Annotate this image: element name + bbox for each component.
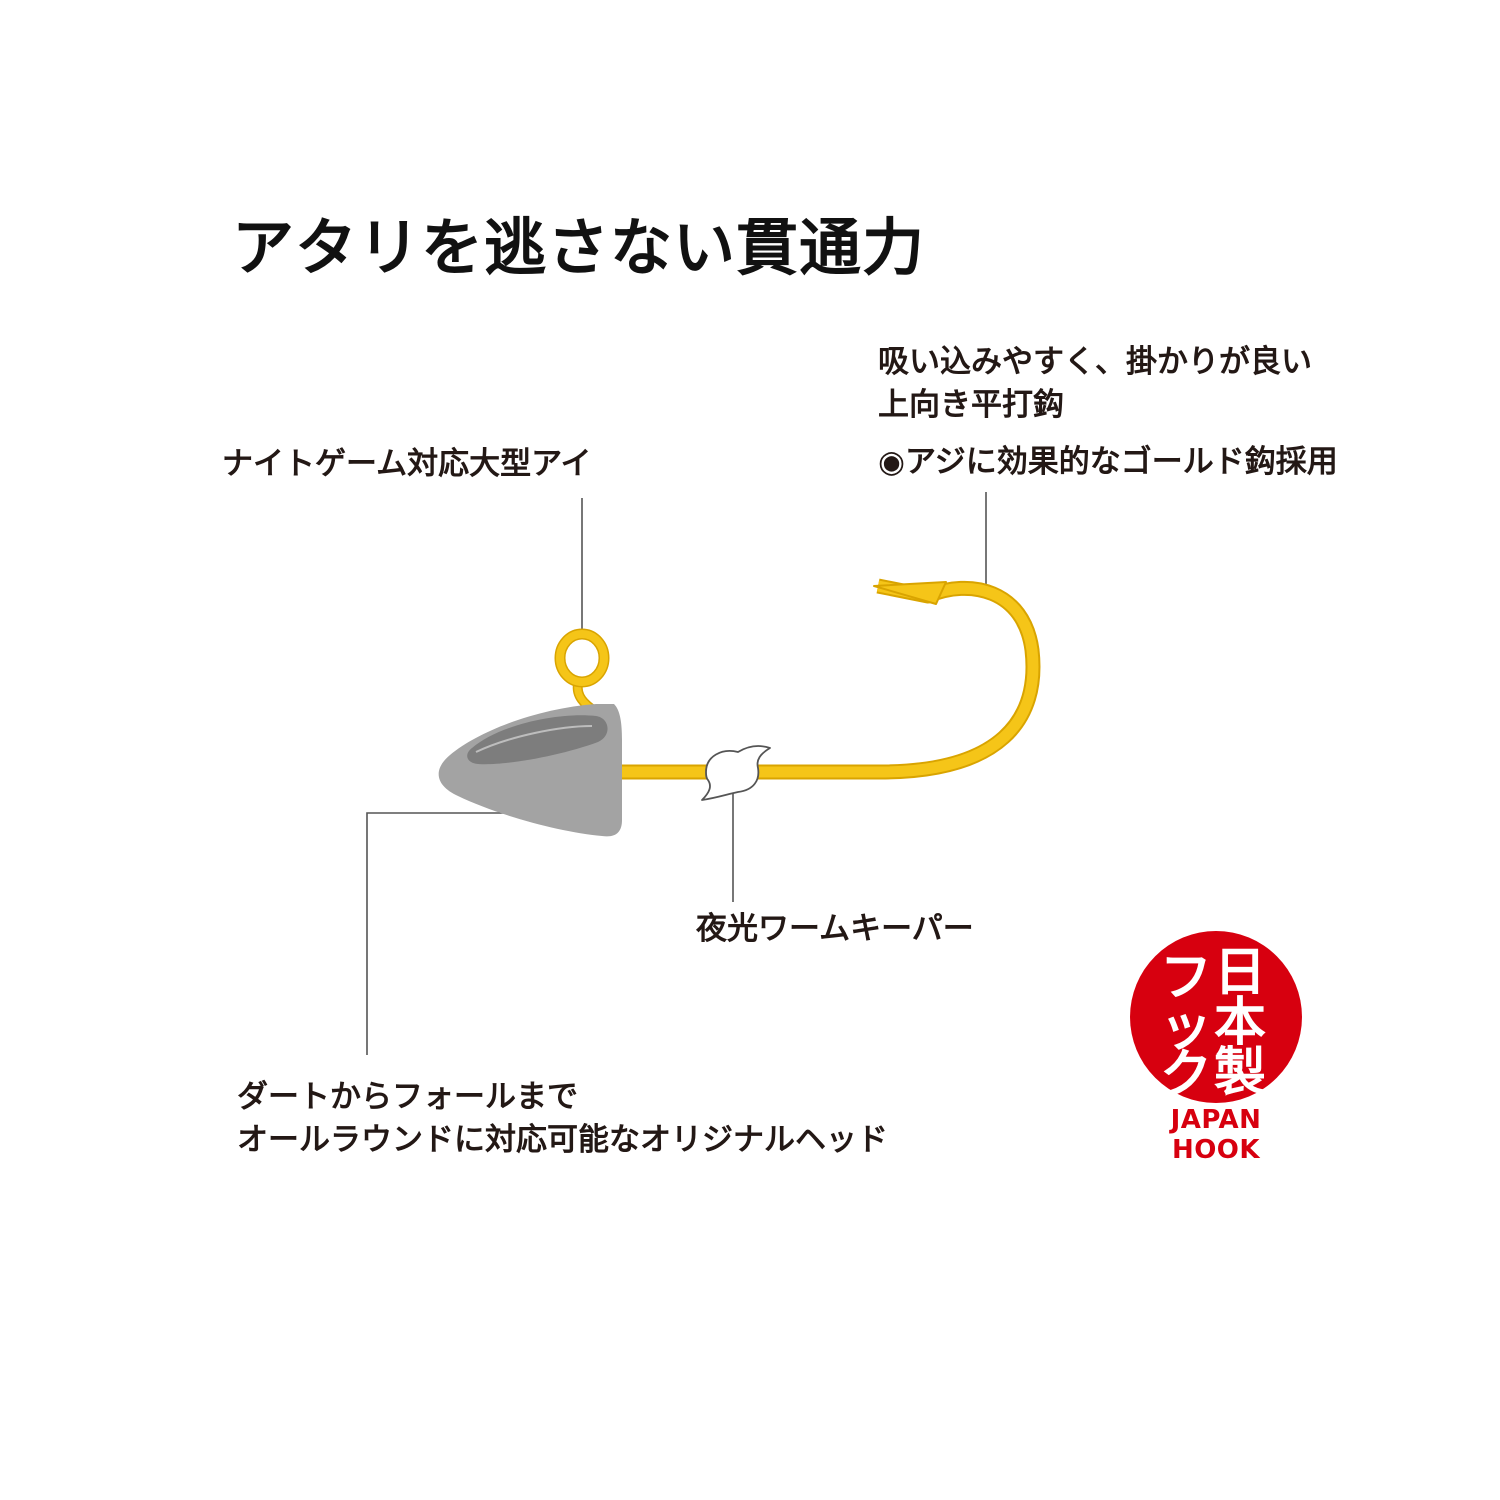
worm-keeper xyxy=(701,745,771,801)
hook-label-line2: 上向き平打鈎 xyxy=(878,387,1064,423)
head-label-line1: ダートからフォールまで xyxy=(237,1079,578,1115)
hook-eye-fill xyxy=(556,630,608,686)
hook-barb xyxy=(873,581,947,605)
jig-head-groove-highlight xyxy=(475,725,593,753)
stamp-lettering: フ ッ ク xyxy=(1160,948,1212,1105)
hook-shank xyxy=(612,578,1041,780)
svg-text:ク: ク xyxy=(1160,1045,1212,1105)
stamp-english: JAPAN HOOK xyxy=(1170,1105,1262,1165)
svg-text:本: 本 xyxy=(1214,993,1266,1053)
head-leader-line xyxy=(366,812,517,1055)
hook-shank-fill xyxy=(612,580,1039,778)
head-label-line2: オールラウンドに対応可能なオリジナルヘッド xyxy=(237,1122,888,1158)
svg-text:フ: フ xyxy=(1160,948,1212,1008)
svg-text:ッ: ッ xyxy=(1160,998,1212,1058)
eye-label: ナイトゲーム対応大型アイ xyxy=(222,446,592,482)
keeper-label: 夜光ワームキーパー xyxy=(696,911,974,947)
hook-label-line1: 吸い込みやすく、掛かりが良い xyxy=(878,344,1312,380)
page-title: アタリを逃さない貫通力 xyxy=(232,211,926,284)
svg-text:製: 製 xyxy=(1214,1043,1266,1103)
stamp-kanji: 日 本 製 xyxy=(1214,943,1266,1103)
svg-text:日: 日 xyxy=(1214,943,1266,1003)
stamp-circle xyxy=(1130,931,1302,1103)
hook-label-line3: ◉アジに効果的なゴールド鈎採用 xyxy=(878,444,1338,480)
